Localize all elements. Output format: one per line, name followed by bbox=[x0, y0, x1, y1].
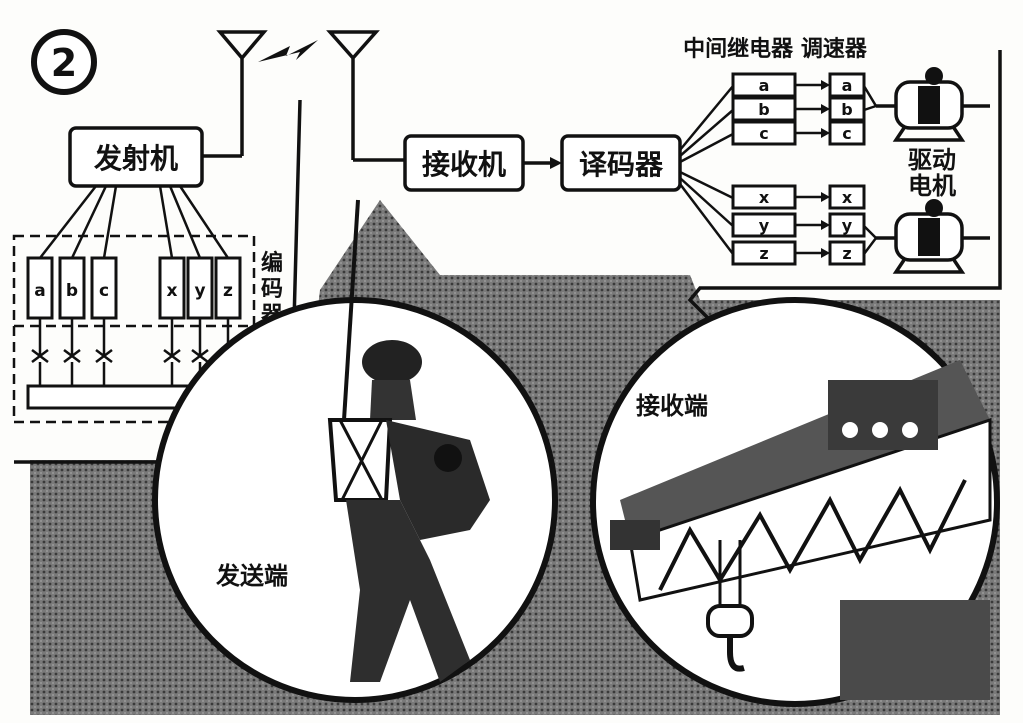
crane-hook-icon bbox=[706, 540, 754, 672]
motor-icon bbox=[876, 67, 990, 142]
decoder-label: 译码器 bbox=[579, 148, 664, 181]
governor-label-z: z bbox=[842, 244, 851, 263]
governor-box-a bbox=[828, 72, 866, 98]
relay-label-c: c bbox=[759, 124, 768, 143]
motor-label-line1: 驱动 bbox=[908, 146, 956, 174]
encoder-cell-y: y bbox=[194, 281, 205, 301]
encoder-cell-a: a bbox=[34, 281, 45, 301]
governor-box-y bbox=[828, 212, 866, 238]
figure-number: 2 bbox=[51, 41, 77, 85]
relay-header: 中间继电器 调速器 bbox=[683, 36, 868, 62]
governor-label-a: a bbox=[842, 76, 853, 95]
antenna-icon bbox=[216, 30, 380, 160]
transmitter-label: 发射机 bbox=[93, 142, 178, 175]
encoder-cell-b: b bbox=[66, 281, 78, 301]
decoder-box bbox=[560, 134, 682, 192]
relay-label-z: z bbox=[759, 244, 768, 263]
encoder-cell-c: c bbox=[99, 281, 109, 301]
relay-label-a: a bbox=[759, 76, 770, 95]
encoder-cell-z: z bbox=[223, 281, 233, 301]
send-end-label: 发送端 bbox=[215, 562, 288, 590]
governor-label-b: b bbox=[841, 100, 852, 119]
governor-label-x: x bbox=[842, 188, 853, 207]
relay-label-b: b bbox=[758, 100, 769, 119]
relay-label-y: y bbox=[759, 216, 770, 235]
operator-figure bbox=[327, 199, 490, 682]
relay-boxes: abc xyz bbox=[731, 72, 830, 266]
encoder-cells: a b c x y z bbox=[26, 256, 242, 320]
relay-label-x: x bbox=[759, 188, 770, 207]
relay-wires bbox=[679, 85, 734, 255]
governor-label-y: y bbox=[842, 216, 853, 235]
governor-label-c: c bbox=[842, 124, 851, 143]
governor-box-x bbox=[828, 184, 866, 210]
governor-boxes: abc xyz bbox=[828, 72, 878, 266]
motor-icon bbox=[876, 199, 990, 274]
figure-number-badge: 2 bbox=[31, 29, 97, 95]
receive-end-label: 接收端 bbox=[636, 392, 708, 420]
controller-switches bbox=[31, 318, 237, 388]
lightning-bolt-icon bbox=[258, 40, 318, 62]
receiver-label: 接收机 bbox=[422, 148, 506, 181]
encoder-cell-x: x bbox=[167, 281, 178, 301]
motor-label-line2: 电机 bbox=[908, 172, 956, 200]
encoder-wires bbox=[39, 185, 230, 259]
encoder-frame bbox=[12, 234, 256, 424]
governor-box-c bbox=[828, 120, 866, 146]
